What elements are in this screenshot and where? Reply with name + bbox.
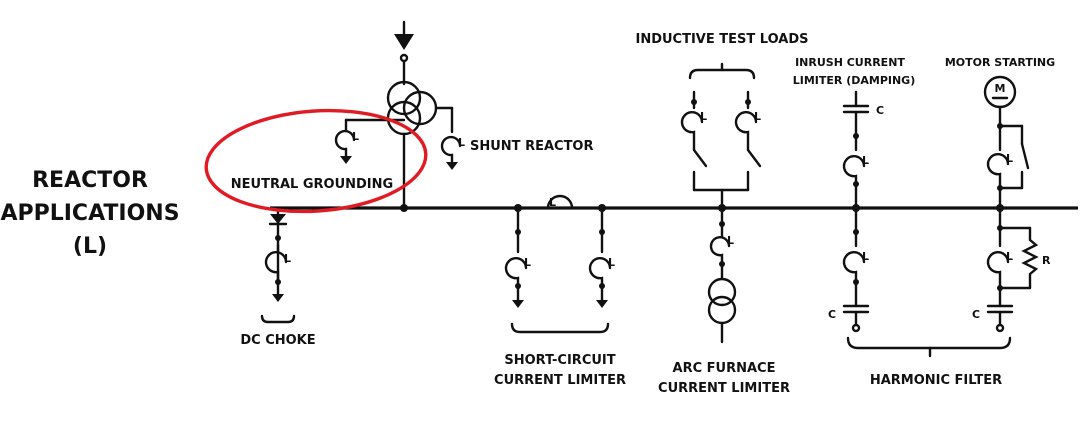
arrow-down-icon: [394, 34, 414, 50]
inductor-icon: L: [588, 256, 615, 288]
ground-arrow-icon: [446, 162, 458, 170]
series-inductor-icon: L: [546, 194, 574, 210]
motor-starting-label: MOTOR STARTING: [945, 56, 1055, 69]
diode-icon: [270, 214, 286, 224]
inductor-icon: L: [680, 110, 707, 152]
shunt-inductor-icon: L: [440, 135, 465, 164]
svg-text:L: L: [700, 110, 707, 123]
svg-text:L: L: [754, 110, 761, 123]
harmonic-filter-label: HARMONIC FILTER: [870, 373, 1002, 388]
inductor-icon: L: [734, 110, 761, 152]
dc-choke-branch: L DC CHOKE: [240, 206, 316, 348]
harmonic-filter-group: HARMONIC FILTER: [846, 336, 1012, 388]
inductive-test-loads-label: INDUCTIVE TEST LOADS: [635, 32, 808, 47]
inductor-icon: L: [504, 256, 531, 288]
transformer-icon: [386, 80, 438, 136]
capacitor-icon: C: [842, 104, 884, 117]
svg-text:L: L: [352, 130, 359, 143]
svg-text:L: L: [862, 250, 869, 263]
motor-starting-branch: MOTOR STARTING M L R L: [945, 56, 1055, 333]
resistor-icon: R: [1021, 226, 1051, 290]
inductor-icon: L: [842, 250, 869, 284]
switch-icon: [692, 148, 708, 168]
transformer-group: L L SHUNT REACTOR NEUTRAL GROUNDING: [231, 20, 594, 212]
svg-text:C: C: [972, 308, 980, 321]
inductive-test-loads-branch: INDUCTIVE TEST LOADS L L: [635, 32, 809, 212]
svg-text:L: L: [549, 196, 556, 209]
inductor-icon: L: [842, 154, 869, 186]
dc-choke-label: DC CHOKE: [240, 333, 315, 348]
arc-furnace-label-1: ARC FURNACE: [673, 361, 776, 376]
svg-text:L: L: [608, 256, 615, 269]
switch-icon: [746, 148, 762, 168]
short-circuit-label-2: CURRENT LIMITER: [494, 373, 626, 388]
inrush-label-1: INRUSH CURRENT: [795, 56, 905, 69]
title-line-3: (L): [73, 234, 107, 259]
short-circuit-branch: L L L SHORT-CIRCUIT CURRENT LIMITER: [494, 194, 626, 388]
capacitor-icon: C: [828, 304, 870, 321]
title-line-2: APPLICATIONS: [0, 201, 179, 226]
arc-furnace-branch: L ARC FURNACE CURRENT LIMITER: [658, 206, 790, 396]
arc-furnace-label-2: CURRENT LIMITER: [658, 381, 790, 396]
arrow-down-icon: [512, 300, 524, 308]
terminal-icon: [995, 323, 1005, 333]
inductor-icon: L: [986, 152, 1013, 190]
neutral-grounding-label: NEUTRAL GROUNDING: [231, 177, 393, 192]
inductor-icon: L: [986, 250, 1013, 290]
short-circuit-label-1: SHORT-CIRCUIT: [504, 353, 615, 368]
terminal-icon: [851, 323, 861, 333]
svg-text:L: L: [524, 256, 531, 269]
motor-icon: M: [983, 75, 1017, 109]
svg-text:L: L: [727, 234, 734, 247]
furnace-transformer-icon: [707, 277, 737, 325]
arrow-down-icon: [272, 294, 284, 302]
svg-text:L: L: [862, 154, 869, 167]
svg-text:M: M: [995, 82, 1006, 95]
highlight-ellipse: [204, 108, 428, 214]
switch-icon: [1020, 142, 1030, 170]
capacitor-icon: C: [972, 304, 1014, 321]
inductor-icon: L: [264, 243, 291, 282]
svg-text:L: L: [1006, 152, 1013, 165]
neutral-inductor-icon: L: [334, 129, 359, 158]
terminal-icon: [399, 53, 409, 63]
inrush-current-limiter-branch: INRUSH CURRENT LIMITER (DAMPING) C L L C: [793, 56, 916, 333]
ground-arrow-icon: [340, 156, 352, 164]
title-line-1: REACTOR: [32, 168, 148, 193]
svg-text:L: L: [284, 252, 291, 265]
svg-text:L: L: [1006, 250, 1013, 263]
diagram-title: REACTOR APPLICATIONS (L): [0, 168, 179, 259]
svg-text:L: L: [458, 136, 465, 149]
shunt-reactor-label: SHUNT REACTOR: [470, 139, 594, 154]
svg-text:R: R: [1042, 254, 1051, 267]
inductor-icon: L: [709, 234, 734, 266]
arrow-down-icon: [596, 300, 608, 308]
svg-text:C: C: [876, 104, 884, 117]
svg-text:C: C: [828, 308, 836, 321]
inrush-label-2: LIMITER (DAMPING): [793, 74, 916, 87]
